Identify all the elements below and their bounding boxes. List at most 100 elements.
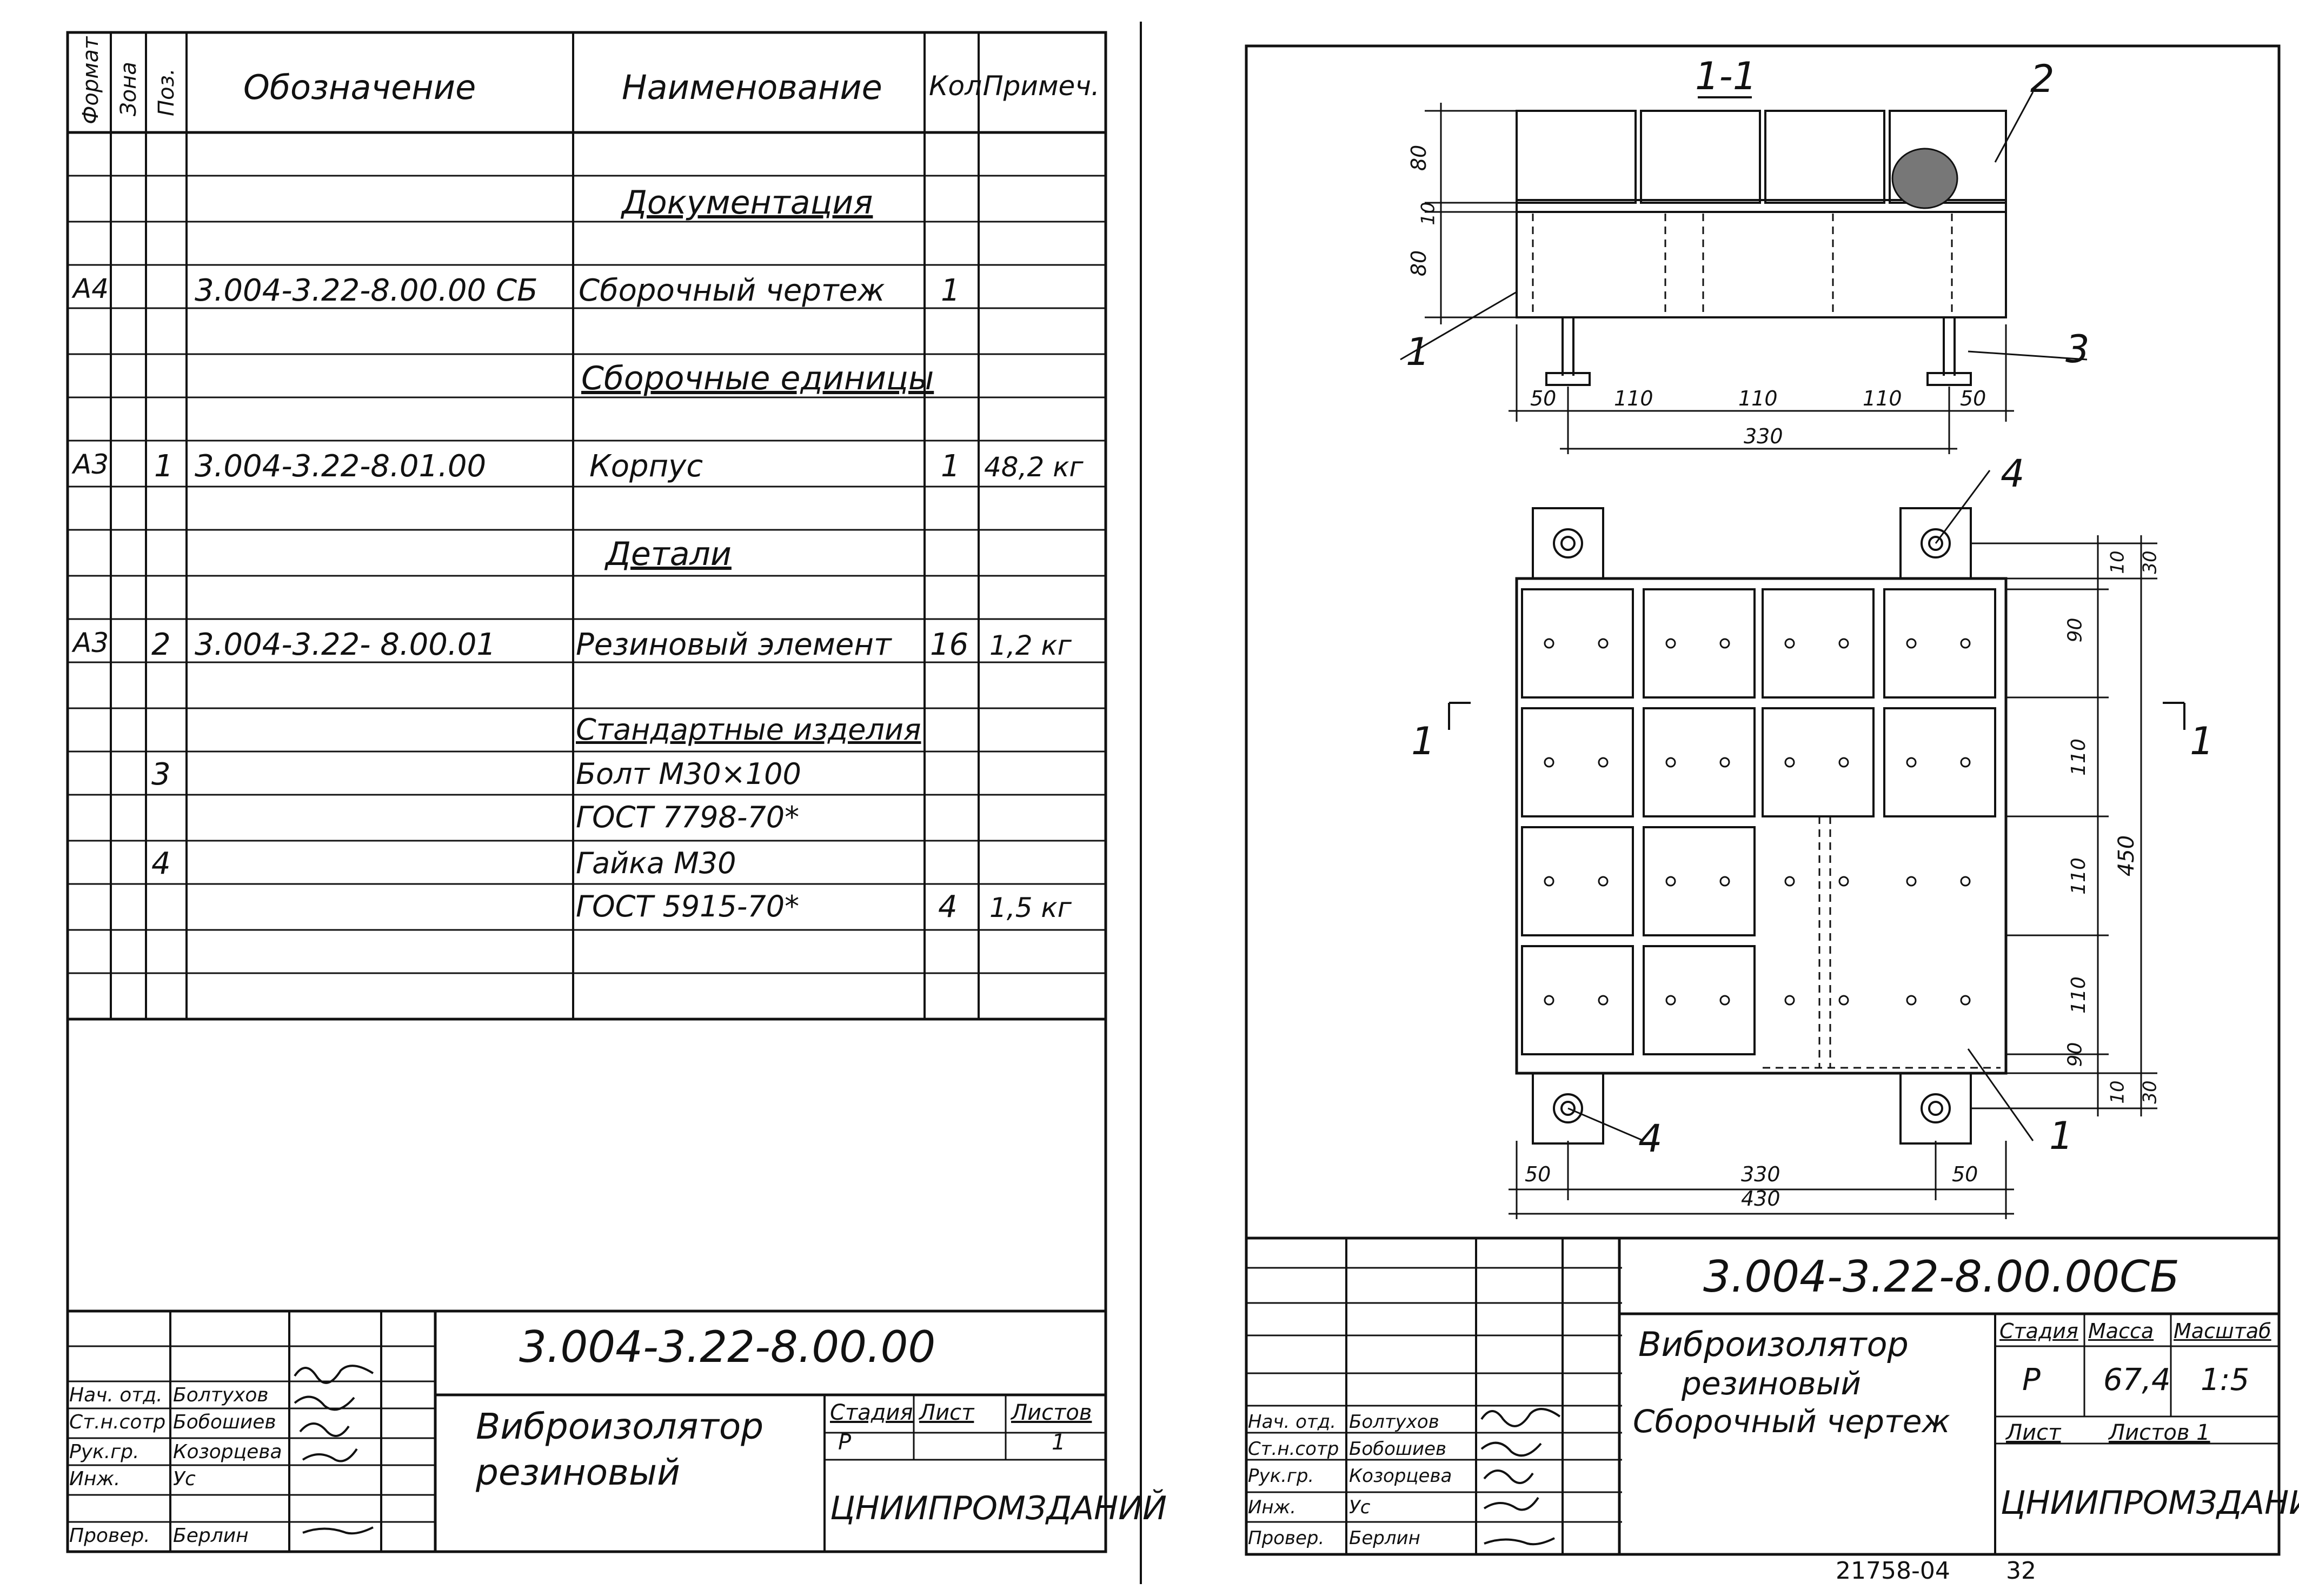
header-name: Наименование xyxy=(622,68,882,107)
ears xyxy=(1532,507,1972,1145)
row-qty: 4 xyxy=(938,889,958,925)
role-label: Нач. отд. xyxy=(69,1384,163,1406)
dim-label: 30 xyxy=(2139,1080,2161,1104)
row-format: А3 xyxy=(73,449,109,480)
sheets-label: Листов xyxy=(1011,1400,1092,1425)
row-note: 1,2 кг xyxy=(989,630,1072,661)
row-note: 1,5 кг xyxy=(989,892,1072,923)
doc-code: 3.004-3.22-8.00.00СБ xyxy=(1703,1252,2180,1302)
scale-value: 1:5 xyxy=(2201,1362,2250,1398)
section-details: Детали xyxy=(606,535,732,573)
dim-label: 50 xyxy=(1525,1162,1551,1186)
bolt-holes xyxy=(1544,638,1971,1006)
organization: ЦНИИПРОМЗДАНИЙ xyxy=(2001,1484,2299,1522)
dim-label: 50 xyxy=(1960,387,1986,410)
person-name: Берлин xyxy=(1349,1527,1420,1549)
stage-label: Стадия xyxy=(830,1400,913,1425)
row-name: ГОСТ 7798-70* xyxy=(576,800,800,834)
doc-title-line1: Виброизолятор xyxy=(476,1406,764,1447)
role-label: Инж. xyxy=(69,1468,121,1490)
role-label: Рук.гр. xyxy=(69,1441,139,1463)
row-name: ГОСТ 5915-70* xyxy=(576,889,800,923)
header-designation: Обозначение xyxy=(243,68,476,107)
person-name: Болтухов xyxy=(1349,1411,1439,1433)
section-assembly-units: Сборочные единицы xyxy=(581,360,934,397)
person-name: Бобошиев xyxy=(173,1411,276,1433)
dim-label: 50 xyxy=(1530,387,1557,410)
row-format: А4 xyxy=(73,273,109,304)
role-label: Ст.н.сотр xyxy=(1248,1438,1339,1460)
role-label: Рук.гр. xyxy=(1248,1465,1314,1487)
page-number: 32 xyxy=(2006,1557,2036,1585)
row-name: Болт М30×100 xyxy=(576,757,801,791)
section-standard-items: Стандартные изделия xyxy=(576,713,921,747)
doc-title-line3: Сборочный чертеж xyxy=(1633,1403,1950,1440)
dim-label: 80 xyxy=(1407,144,1431,171)
row-qty: 1 xyxy=(941,449,960,484)
archive-number: 21758-04 xyxy=(1836,1557,1950,1585)
doc-title-line2: резиновый xyxy=(476,1452,680,1493)
doc-code: 3.004-3.22-8.00.00 xyxy=(519,1322,936,1372)
stage-value: Р xyxy=(838,1430,852,1455)
person-name: Ус xyxy=(1349,1497,1371,1518)
role-label: Ст.н.сотр xyxy=(69,1411,166,1433)
row-pos: 2 xyxy=(151,627,171,662)
callout-1: 1 xyxy=(2049,1114,2074,1158)
doc-title-line2: резиновый xyxy=(1682,1365,1862,1402)
mass-label: Масса xyxy=(2088,1319,2154,1343)
dim-label: 330 xyxy=(1741,1162,1780,1186)
bolt-left xyxy=(1545,317,1591,386)
sheet-label: Лист xyxy=(2006,1420,2061,1445)
dim-label: 110 xyxy=(1863,387,1902,410)
row-name: Резиновый элемент xyxy=(576,627,892,662)
cut-mark-label: 1 xyxy=(1411,719,1436,763)
dim-label: 30 xyxy=(2139,550,2161,574)
sheets-value: 1 xyxy=(1052,1430,1066,1455)
dim-label: 10 xyxy=(2107,550,2129,574)
dim-label: 10 xyxy=(1417,202,1439,225)
header-note: Примеч. xyxy=(983,70,1100,102)
dim-label: 90 xyxy=(2064,617,2087,643)
callout-4: 4 xyxy=(2001,451,2025,496)
stage-label: Стадия xyxy=(1999,1319,2078,1343)
dim-label: 10 xyxy=(2107,1080,2129,1104)
person-name: Козорцева xyxy=(173,1441,282,1463)
row-designation: 3.004-3.22-8.01.00 xyxy=(195,449,487,484)
dim-label: 430 xyxy=(1741,1187,1780,1211)
row-pos: 1 xyxy=(154,449,174,484)
signature-group xyxy=(294,1365,374,1535)
section-label: 1-1 xyxy=(1695,54,1757,98)
row-note: 48,2 кг xyxy=(984,451,1084,483)
row-qty: 16 xyxy=(930,627,969,662)
dim-label: 110 xyxy=(1614,387,1653,410)
person-name: Болтухов xyxy=(173,1384,269,1406)
row-designation: 3.004-3.22-8.00.00 СБ xyxy=(195,273,538,308)
cut-mark-label: 1 xyxy=(2190,719,2214,763)
person-name: Козорцева xyxy=(1349,1465,1452,1487)
callout-4: 4 xyxy=(1638,1116,1663,1161)
sheet-label: Лист xyxy=(919,1400,974,1425)
dim-label: 450 xyxy=(2114,835,2139,877)
person-name: Бобошиев xyxy=(1349,1438,1447,1460)
callout-2: 2 xyxy=(2030,57,2055,101)
callout-3: 3 xyxy=(2065,327,2090,371)
role-label: Нач. отд. xyxy=(1248,1411,1337,1433)
row-name: Корпус xyxy=(589,449,703,484)
stage-value: Р xyxy=(2022,1362,2041,1398)
row-pos: 4 xyxy=(151,846,171,881)
dim-label: 50 xyxy=(1952,1162,1978,1186)
section-rubber-top xyxy=(1516,110,2007,204)
bolt-right xyxy=(1926,317,1972,386)
scale-label: Масштаб xyxy=(2174,1319,2271,1343)
dim-label: 110 xyxy=(2067,976,2090,1014)
role-label: Провер. xyxy=(69,1525,150,1547)
person-name: Ус xyxy=(173,1468,196,1490)
row-format: А3 xyxy=(73,627,109,659)
role-label: Инж. xyxy=(1248,1497,1297,1518)
callout-1: 1 xyxy=(1406,330,1430,374)
dim-label: 330 xyxy=(1744,424,1783,448)
dim-label: 80 xyxy=(1407,250,1431,277)
